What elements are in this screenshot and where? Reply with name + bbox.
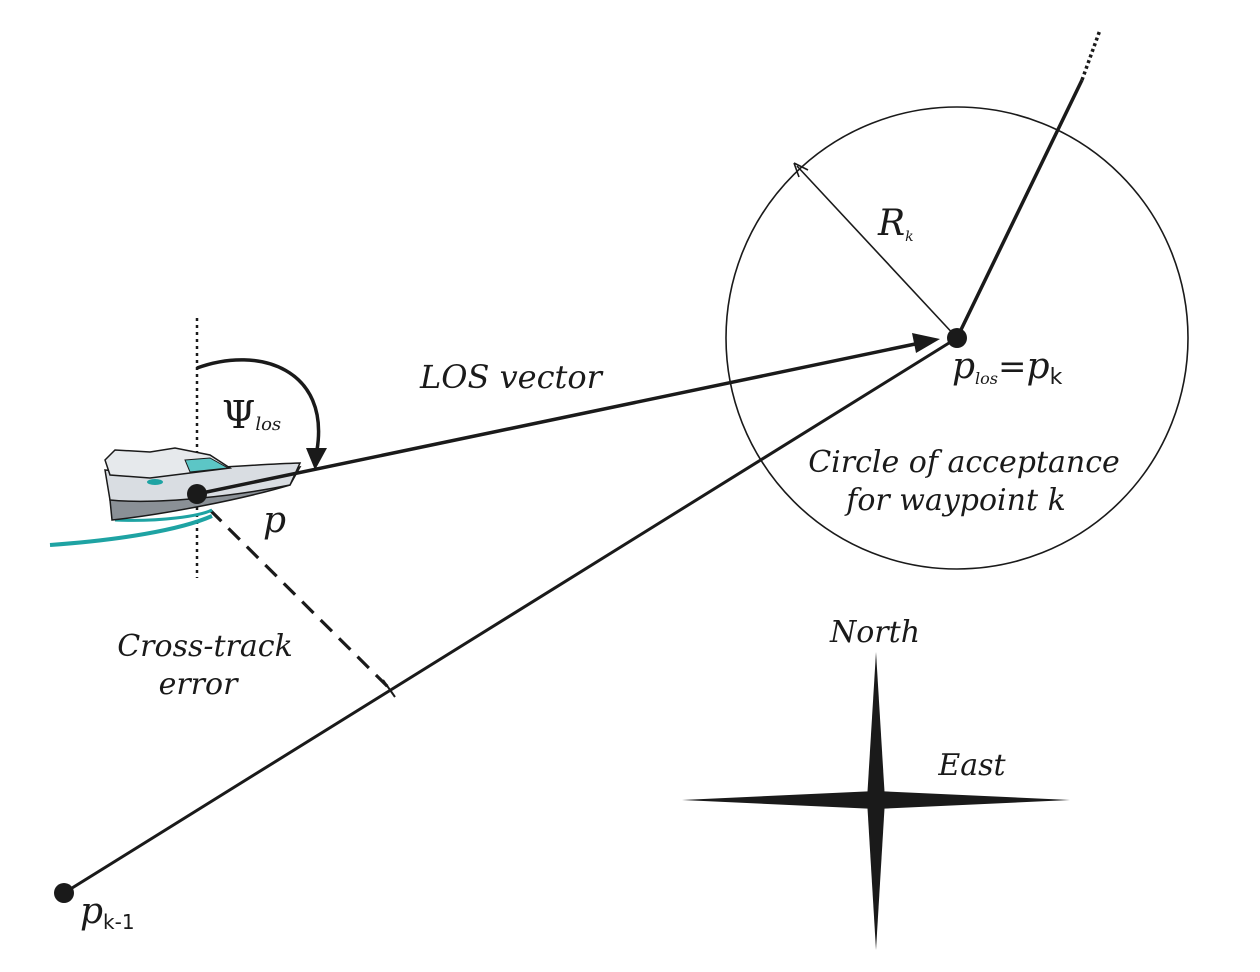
cross-track-line	[208, 508, 391, 690]
circle-label-line2: for waypoint k	[844, 483, 1066, 518]
cross-track-tick	[382, 679, 396, 698]
next-path-dotted	[1080, 29, 1102, 81]
waypoint-k-1-point	[54, 883, 74, 903]
vessel-position-point	[187, 484, 207, 504]
cross-track-label-line2: error	[159, 667, 239, 702]
radius-line	[796, 165, 958, 339]
psi-los-label: Ψlos	[222, 393, 281, 437]
next-path-segment	[955, 79, 1084, 339]
los-point-label: plos=pk	[952, 346, 1063, 390]
psi-arc	[196, 358, 321, 451]
vessel-icon	[49, 447, 302, 547]
radius-label: Rk	[877, 203, 914, 245]
circle-label-line1: Circle of acceptance	[808, 445, 1120, 480]
psi-arc-arrowhead	[306, 448, 327, 470]
radius-arrowhead	[793, 162, 809, 178]
compass-rose-icon	[682, 652, 1070, 950]
waypoint-k-point	[947, 328, 967, 348]
east-label: East	[937, 748, 1006, 783]
cross-track-label-line1: Cross-track	[117, 629, 293, 664]
north-label: North	[829, 615, 920, 650]
acceptance-circle	[725, 106, 1189, 570]
los-vector-label: LOS vector	[419, 358, 604, 396]
vessel-position-label: p	[263, 500, 286, 541]
path-segment	[63, 336, 958, 895]
los-vector-arrowhead	[912, 333, 940, 353]
los-vector-line	[196, 341, 921, 496]
previous-waypoint-label: pk-1	[80, 891, 135, 934]
